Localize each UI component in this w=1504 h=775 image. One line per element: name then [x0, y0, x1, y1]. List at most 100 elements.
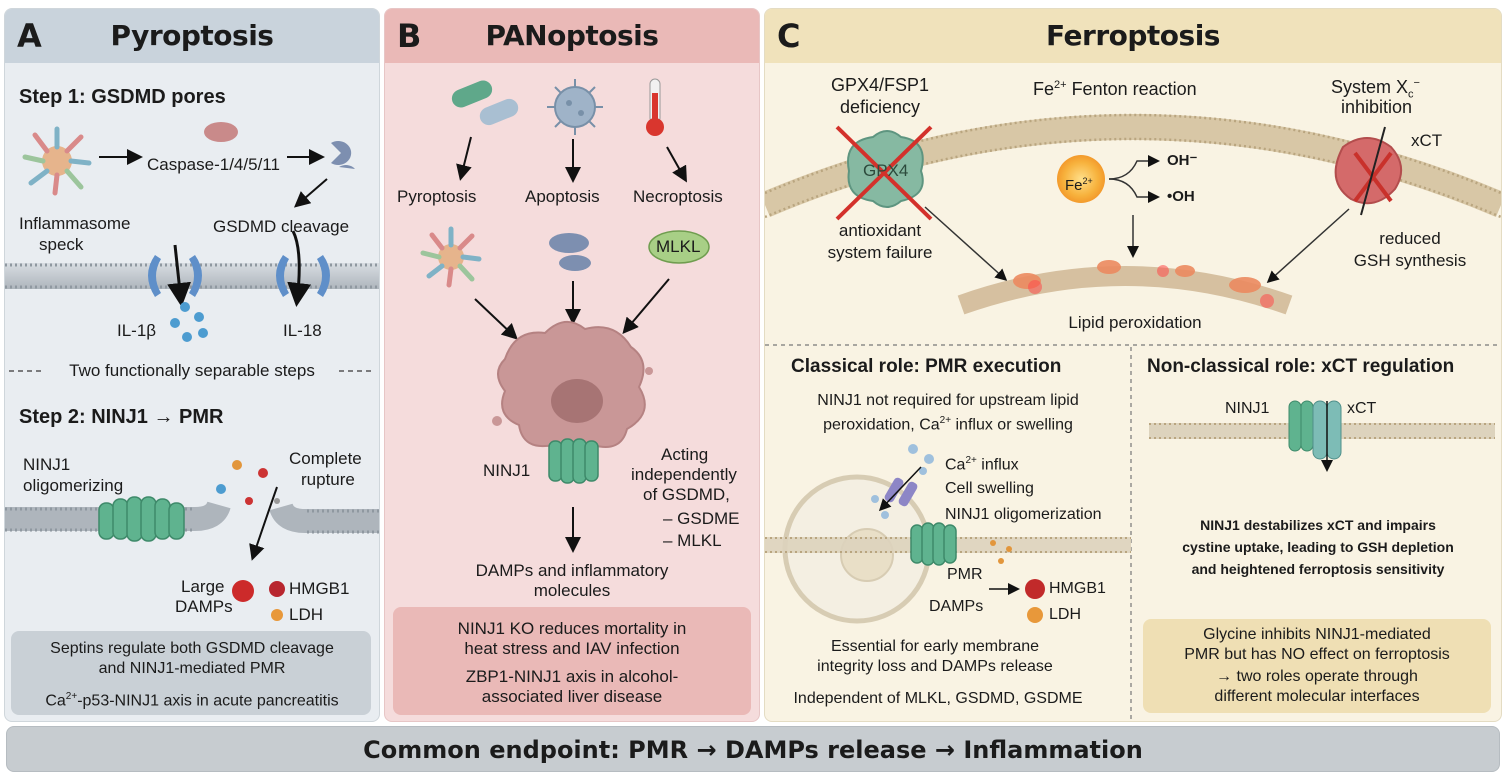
- lipid-peroxidation-label: Lipid peroxidation: [1068, 313, 1202, 332]
- system-xc-label: System Xc−: [1331, 77, 1420, 101]
- panel-c-illustration: [765, 113, 1501, 721]
- glycine-line2: PMR but has NO effect on ferroptosis: [1184, 646, 1450, 663]
- acting-line1: Acting: [661, 445, 709, 464]
- essential-line1: Essential for early membrane: [830, 638, 1040, 655]
- large-damps-label-2: DAMPs: [175, 597, 233, 616]
- panel-ferroptosis: C Ferroptosis: [764, 8, 1502, 722]
- necroptosis-label: Necroptosis: [633, 187, 723, 206]
- gsdmd-pore-right-icon: [276, 255, 330, 297]
- inflammasome-speck-icon: [22, 126, 92, 196]
- common-endpoint-text: Common endpoint: PMR → DAMPs release → I…: [363, 736, 1143, 764]
- rupture-label-2: rupture: [301, 470, 355, 489]
- note2: Ca2+-p53-NINJ1 axis in acute pancreatiti…: [45, 691, 339, 710]
- caspase-icon: [204, 122, 238, 142]
- glycine-line3: → two roles operate through: [1216, 668, 1418, 685]
- oh-minus-label: OH⁻: [1167, 152, 1198, 169]
- ldh-label: LDH: [289, 605, 324, 624]
- step1-heading: Step 1: GSDMD pores: [19, 86, 226, 108]
- ldh-icon: [1027, 607, 1043, 623]
- nc-xct-label: xCT: [1347, 400, 1377, 417]
- gpx4-icon: [835, 125, 933, 221]
- box-line2: heat stress and IAV infection: [464, 639, 680, 658]
- gsh-line1: reduced: [1379, 229, 1441, 248]
- hmgb1-icon: [1025, 579, 1045, 599]
- damps-label: DAMPs: [929, 598, 984, 615]
- pyroptosis-label: Pyroptosis: [397, 187, 477, 206]
- gpx-line2: deficiency: [839, 97, 921, 117]
- il18-label: IL-18: [283, 321, 322, 340]
- oh-radical-label: •OH: [1167, 188, 1195, 205]
- panel-a-illustration: [5, 122, 379, 621]
- panel-pyroptosis: A Pyroptosis: [4, 8, 380, 722]
- inflammasome-icon: [420, 226, 482, 288]
- mlkl-label: MLKL: [656, 237, 701, 256]
- apoptosis-label: Apoptosis: [525, 187, 600, 206]
- gsdmd-cleavage-label: GSDMD cleavage: [213, 217, 350, 236]
- acting-line3: of GSDMD,: [643, 485, 730, 504]
- panel-b-letter: B: [397, 17, 422, 55]
- panel-c-letter: C: [777, 17, 801, 55]
- fe-ion-label: Fe2+: [1065, 176, 1093, 194]
- box-line3: ZBP1-NINJ1 axis in alcohol-: [465, 667, 679, 686]
- box-line4: associated liver disease: [481, 687, 663, 706]
- panel-c-title: Ferroptosis: [1046, 19, 1220, 52]
- nc-text-line2: cystine uptake, leading to GSH depletion: [1182, 539, 1454, 555]
- separator-label: Two functionally separable steps: [69, 361, 315, 380]
- rupture-membrane-icon: [5, 500, 379, 534]
- nonclassical-title: Non-classical role: xCT regulation: [1147, 356, 1455, 377]
- inflammasome-label-2: speck: [39, 235, 84, 254]
- panel-c-header: C Ferroptosis: [765, 9, 1501, 63]
- ninj1-label-1: NINJ1: [23, 455, 71, 474]
- panel-b-title: PANoptosis: [485, 19, 659, 52]
- ninj1-oligomerization-label: NINJ1 oligomerization: [945, 506, 1102, 523]
- pyroptosis-notes-box: [11, 631, 371, 715]
- cell-swelling-label: Cell swelling: [945, 480, 1034, 497]
- gsdmd-icon: [331, 141, 355, 169]
- xct-label: xCT: [1411, 131, 1443, 150]
- ldh-icon: [271, 609, 283, 621]
- virus-icon: [547, 79, 603, 135]
- damps-line1: DAMPs and inflammatory: [475, 561, 669, 580]
- classical-line1: NINJ1 not required for upstream lipid: [817, 392, 1079, 409]
- classical-title: Classical role: PMR execution: [791, 356, 1062, 377]
- ninj1-label-2: oligomerizing: [23, 476, 124, 495]
- caspase-icon: [549, 233, 591, 271]
- inflammasome-label-1: Inflammasome: [19, 214, 131, 233]
- note1-line2: and NINJ1-mediated PMR: [98, 660, 286, 677]
- damps-particles-icon: [216, 460, 280, 505]
- ninj1-oligomer-icon: [910, 522, 957, 566]
- bacteria-icon: [451, 80, 519, 126]
- panel-a-letter: A: [17, 17, 42, 55]
- iron-ion-icon: [1057, 155, 1105, 203]
- nc-text-line3: and heightened ferroptosis sensitivity: [1191, 561, 1445, 577]
- glycine-note-box: [1143, 619, 1491, 713]
- nc-text-line1: NINJ1 destabilizes xCT and impairs: [1200, 517, 1436, 533]
- panel-a-header: A Pyroptosis: [5, 9, 379, 63]
- panel-a-title: Pyroptosis: [110, 19, 274, 52]
- common-endpoint-banner: Common endpoint: PMR → DAMPs release → I…: [6, 726, 1500, 772]
- acting-line2: independently: [631, 465, 737, 484]
- il1b-label: IL-1β: [117, 321, 157, 340]
- classical-line2: peroxidation, Ca2+ influx or swelling: [823, 415, 1073, 434]
- acting-line5: – MLKL: [663, 531, 722, 550]
- hmgb1-label: HMGB1: [289, 579, 350, 598]
- damps-line2: molecules: [533, 581, 611, 600]
- ninj1-oligomer-icon: [548, 438, 599, 484]
- fenton-label: Fe2+ Fenton reaction: [1033, 79, 1197, 99]
- pmr-label: PMR: [947, 566, 983, 583]
- system-xc-line2: inhibition: [1341, 97, 1413, 117]
- gsdmd-pore-left-icon: [148, 255, 202, 297]
- glycine-line4: different molecular interfaces: [1214, 688, 1420, 705]
- gsh-line2: GSH synthesis: [1353, 251, 1467, 270]
- rupture-label-1: Complete: [289, 449, 362, 468]
- panoptosis-notes-box: [393, 607, 751, 715]
- gpx4-protein-label: GPX4: [863, 161, 909, 180]
- antiox-line1: antioxidant: [838, 221, 922, 240]
- gpx-line1: GPX4/FSP1: [830, 75, 930, 95]
- ldh-label: LDH: [1049, 606, 1082, 623]
- ninj1-oligomer-icon: [98, 496, 185, 542]
- panel-panoptosis: B PANoptosis: [384, 8, 760, 722]
- essential-line2: integrity loss and DAMPs release: [817, 658, 1053, 675]
- calcium-channel-icon: [871, 444, 934, 519]
- nc-ninj1-label: NINJ1: [1225, 400, 1270, 417]
